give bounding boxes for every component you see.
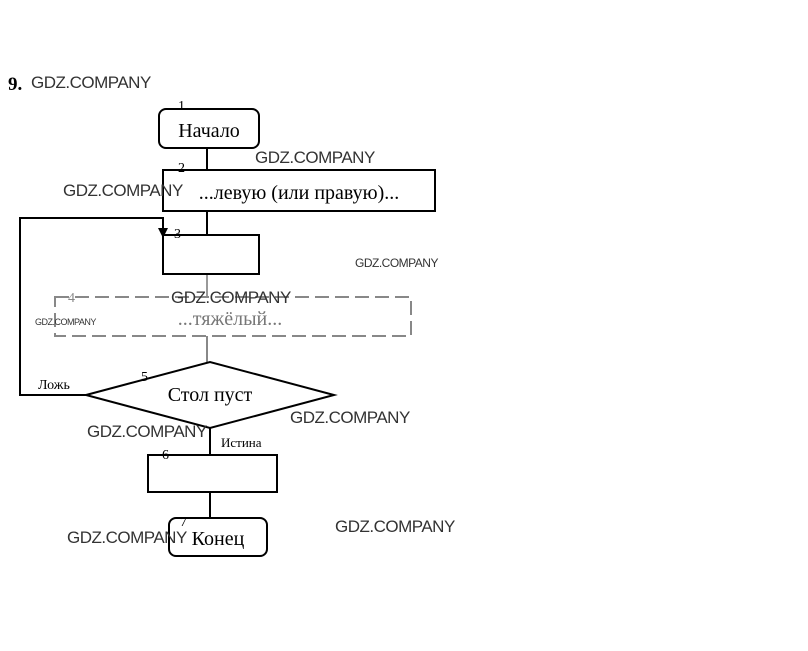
watermark: GDZ.COMPANY — [67, 528, 187, 547]
process-block-3 — [162, 234, 260, 275]
block-number: 3 — [174, 227, 181, 242]
true-branch-label: Истина — [221, 435, 262, 450]
process-block-2 — [162, 169, 436, 212]
decision-label: Стол пуст — [168, 384, 253, 406]
start-label: Начало — [178, 120, 240, 142]
decision-block-5 — [82, 360, 338, 430]
watermark: GDZ.COMPANY — [335, 517, 455, 536]
block-number: 5 — [141, 370, 148, 385]
false-branch-label: Ложь — [38, 378, 70, 393]
task-number: 9. — [8, 74, 22, 95]
process-block-6 — [147, 454, 278, 493]
process-block-4 — [54, 296, 412, 337]
watermark: GDZ.COMPANY — [63, 181, 183, 200]
watermark: GDZ.COMPANY — [35, 317, 96, 327]
watermark: GDZ.COMPANY — [87, 422, 207, 441]
block-number: 7 — [180, 515, 187, 530]
end-block — [168, 517, 268, 557]
watermark: GDZ.COMPANY — [31, 73, 151, 92]
arrow-icon — [158, 228, 168, 238]
block-number: 1 — [178, 99, 185, 114]
loop-connector — [19, 217, 164, 396]
watermark: GDZ.COMPANY — [255, 148, 375, 167]
block-4-label: ...тяжёлый... — [178, 308, 283, 330]
block-number: 4 — [68, 291, 75, 306]
block-2-label: ...левую (или правую)... — [199, 182, 400, 204]
block-number: 6 — [162, 448, 169, 463]
block-number: 2 — [178, 161, 185, 176]
watermark: GDZ.COMPANY — [171, 288, 291, 307]
end-label: Конец — [192, 528, 245, 550]
watermark: GDZ.COMPANY — [355, 256, 438, 270]
start-block — [158, 108, 260, 149]
watermark: GDZ.COMPANY — [290, 408, 410, 427]
